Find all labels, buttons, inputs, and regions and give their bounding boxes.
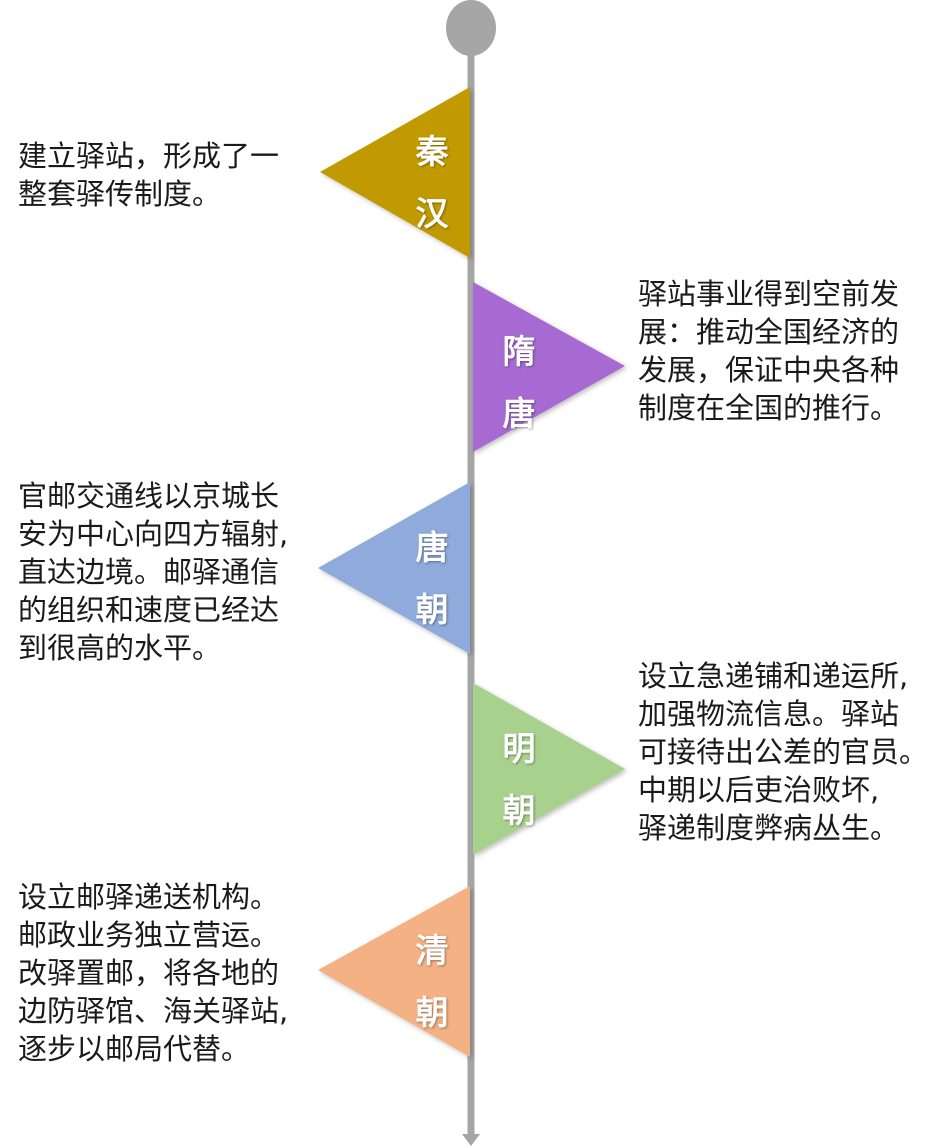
era-label-line: 唐 [502,394,536,433]
era-flag-tang [318,482,470,654]
era-label-line: 清 [415,931,449,970]
era-label-tang: 唐 朝 [402,517,462,641]
era-description-sui-tang: 驿站事业得到空前发 展：推动全国经济的 发展，保证中央各种 制度在全国的推行。 [638,277,900,425]
era-flag-sui-tang [473,282,625,452]
era-description-qing: 设立邮驿递送机构。 邮政业务独立营运。 改驿置邮，将各地的 边防驿馆、海关驿站,… [18,880,289,1066]
era-label-line: 隋 [502,332,536,371]
era-label-line: 唐 [415,528,449,567]
era-label-qing: 清 朝 [402,920,462,1044]
era-label-line: 朝 [415,590,449,629]
era-label-line: 朝 [502,791,536,830]
axis-arrowhead [462,1134,480,1146]
era-description-qin-han: 建立驿站，形成了一 整套驿传制度。 [18,139,280,211]
era-label-sui-tang: 隋 唐 [489,321,549,445]
era-label-line: 明 [502,729,536,768]
era-flag-ming [473,683,625,855]
era-label-ming: 明 朝 [489,718,549,842]
era-flag-qin-han [320,87,470,258]
timeline-start-knob [446,0,496,56]
era-label-qin-han: 秦 汉 [402,121,462,245]
era-flag-qing [318,886,470,1057]
era-label-line: 汉 [415,194,449,233]
era-description-tang: 官邮交通线以京城长 安为中心向四方辐射, 直达边境。邮驿通信 的组织和速度已经达… [18,479,289,665]
era-label-line: 朝 [415,993,449,1032]
era-label-line: 秦 [415,132,449,171]
era-description-ming: 设立急递铺和递运所, 加强物流信息。驿站 可接待出公差的官员。 中期以后吏治败坏… [638,659,929,845]
